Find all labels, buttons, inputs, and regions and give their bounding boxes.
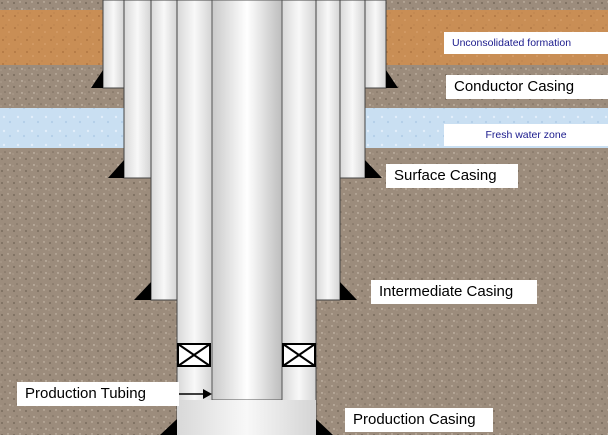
label-conductor-casing: Conductor Casing bbox=[446, 75, 608, 99]
surface-casing-right bbox=[339, 0, 366, 179]
intermediate-casing-left bbox=[150, 0, 178, 301]
conductor-casing-right bbox=[364, 0, 387, 89]
production-casing-left bbox=[176, 0, 213, 435]
label-fresh-water-zone: Fresh water zone bbox=[444, 124, 608, 146]
label-intermediate-casing: Intermediate Casing bbox=[371, 280, 537, 304]
crossed-box-icon bbox=[282, 343, 316, 367]
surface-cement-shoe-left bbox=[108, 160, 124, 178]
surface-cement-shoe-right bbox=[365, 160, 382, 178]
intermediate-casing-right bbox=[315, 0, 341, 301]
conductor-cement-shoe-right bbox=[386, 70, 398, 88]
conductor-cement-shoe-left bbox=[91, 70, 103, 88]
intermediate-cement-shoe-left bbox=[134, 282, 151, 300]
surface-casing-left bbox=[123, 0, 152, 179]
production-tubing bbox=[211, 0, 283, 401]
label-production-casing: Production Casing bbox=[345, 408, 493, 432]
label-production-tubing: Production Tubing bbox=[17, 382, 179, 406]
intermediate-cement-shoe-right bbox=[340, 282, 357, 300]
production-casing-bottom bbox=[177, 400, 316, 435]
label-surface-casing: Surface Casing bbox=[386, 164, 518, 188]
conductor-casing-left bbox=[102, 0, 125, 89]
crossed-box-icon bbox=[177, 343, 211, 367]
production-cement-shoe-left bbox=[160, 419, 177, 435]
production-cement-shoe-right bbox=[316, 419, 333, 435]
production-casing-right bbox=[281, 0, 317, 435]
label-unconsolidated-formation: Unconsolidated formation bbox=[444, 32, 608, 54]
